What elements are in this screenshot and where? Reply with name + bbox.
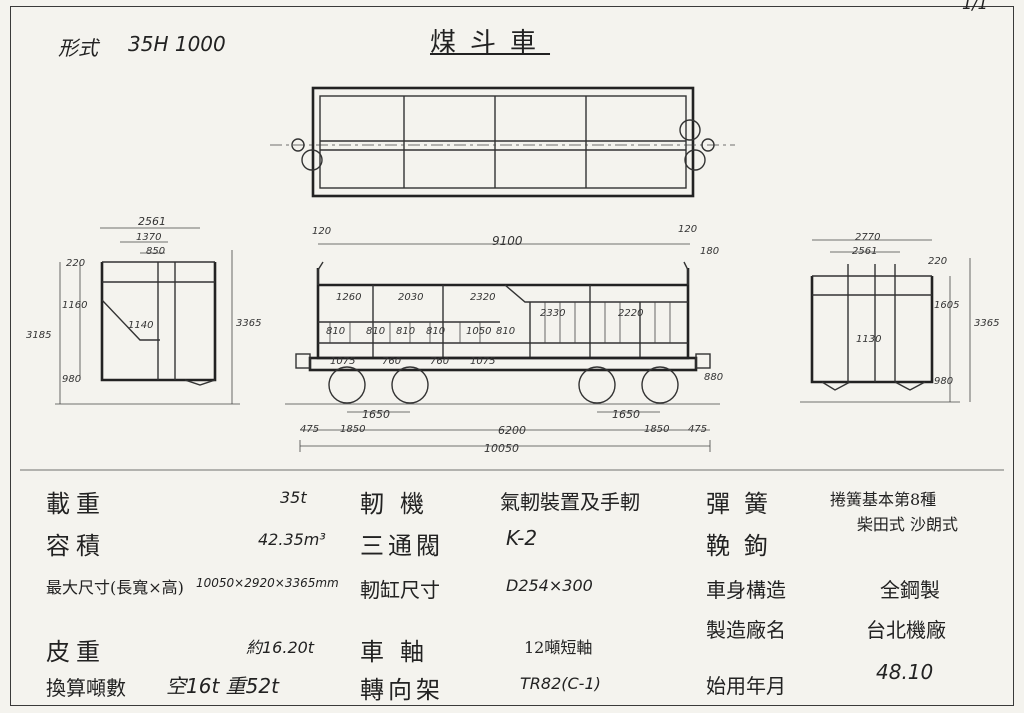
- dim-side-height-right: 880: [704, 372, 724, 383]
- dim-lower-1: 1075: [330, 356, 356, 367]
- dim-mid-seg-1: 2330: [540, 308, 566, 319]
- dim-top-seg-1: 1260: [336, 292, 362, 303]
- dim-bogie-left: 1650: [362, 408, 390, 421]
- dim-left-h-b: 1140: [128, 320, 154, 331]
- spec-value-tare: 約16.20t: [246, 638, 315, 657]
- dim-bottom-4: 1850: [644, 424, 670, 435]
- dim-slope-4: 810: [426, 326, 446, 337]
- dim-left-w2: 1370: [136, 232, 162, 243]
- dim-lower-4: 1075: [470, 356, 496, 367]
- dim-top-seg-3: 2320: [470, 292, 496, 303]
- spec-value-spring: 捲簧基本第8種: [830, 490, 937, 509]
- spec-label-bogie: 轉向架: [360, 676, 444, 704]
- dim-top-seg-2: 2030: [398, 292, 424, 303]
- spec-value-cylinder: D254×300: [506, 576, 593, 595]
- side-view: [285, 243, 720, 452]
- dim-left-width: 2561: [138, 215, 166, 228]
- dim-slope-2: 810: [366, 326, 386, 337]
- dim-left-h-total: 3365: [236, 318, 262, 329]
- spec-value-triple-valve: K-2: [506, 526, 538, 550]
- spec-value-coupler: 柴田式 沙朗式: [856, 515, 958, 534]
- spec-label-axle: 車軸: [360, 638, 440, 666]
- dim-bottom-5: 475: [688, 424, 708, 435]
- spec-label-coupler: 鞔鉤: [706, 532, 782, 560]
- dim-right-h-b: 1130: [856, 334, 882, 345]
- dim-left-h1: 220: [66, 258, 86, 269]
- spec-value-load: 35t: [280, 488, 307, 507]
- dim-mid-seg-2: 2220: [618, 308, 644, 319]
- model-value: 35H 1000: [128, 32, 226, 56]
- corner-mark: 1/1: [962, 0, 988, 13]
- dim-lower-2: 760: [382, 356, 402, 367]
- spec-label-maker: 製造廠名: [706, 618, 786, 642]
- dim-left-h-a: 1160: [62, 300, 88, 311]
- dim-side-top-right: 180: [700, 246, 720, 257]
- dim-slope-5: 1050: [466, 326, 492, 337]
- spec-label-conversion: 換算噸數: [46, 676, 126, 700]
- spec-value-start-date: 48.10: [876, 660, 934, 684]
- dim-side-end-right: 120: [678, 224, 698, 235]
- spec-label-body: 車身構造: [706, 578, 786, 602]
- spec-label-cylinder: 軔缸尺寸: [360, 578, 440, 602]
- dim-slope-3: 810: [396, 326, 416, 337]
- spec-value-maker: 台北機廠: [866, 618, 946, 642]
- dim-bottom-1: 475: [300, 424, 320, 435]
- spec-label-load: 載重: [46, 490, 106, 518]
- model-label: 形式: [58, 36, 98, 60]
- spec-value-body: 全鋼製: [880, 578, 940, 602]
- dim-lower-3: 760: [430, 356, 450, 367]
- dim-slope-6: 810: [496, 326, 516, 337]
- spec-value-capacity: 42.35m³: [258, 530, 326, 549]
- spec-label-start-date: 始用年月: [706, 674, 786, 698]
- dim-left-h-main: 3185: [26, 330, 52, 341]
- spec-value-brake: 氣軔裝置及手軔: [500, 490, 640, 514]
- dim-bottom-3: 6200: [498, 424, 526, 437]
- spec-value-axle: 12噸短軸: [524, 638, 593, 657]
- spec-value-conversion: 空16t 重52t: [166, 674, 279, 698]
- drawing-title: 煤斗車: [430, 28, 551, 58]
- dim-bogie-right: 1650: [612, 408, 640, 421]
- dim-slope-1: 810: [326, 326, 346, 337]
- dim-side-end-left: 120: [312, 226, 332, 237]
- dim-right-h-c: 980: [934, 376, 954, 387]
- spec-value-max-size: 10050×2920×3365mm: [196, 576, 339, 590]
- spec-label-max-size: 最大尺寸(長寬×高): [46, 578, 184, 597]
- spec-label-capacity: 容積: [46, 532, 106, 560]
- dim-right-w2: 2561: [852, 246, 878, 257]
- spec-label-spring: 彈簧: [706, 490, 782, 518]
- dim-right-h-total: 3365: [974, 318, 1000, 329]
- plan-view: [270, 86, 735, 198]
- spec-label-tare: 皮重: [46, 638, 106, 666]
- dim-overall-length: 10050: [484, 442, 519, 455]
- spec-value-bogie: TR82(C-1): [520, 674, 601, 693]
- dim-left-w3: 850: [146, 246, 166, 257]
- dim-right-h1: 220: [928, 256, 948, 267]
- right-end-view: [800, 239, 971, 403]
- dim-right-h-a: 1605: [934, 300, 960, 311]
- drawing-frame: [10, 6, 1014, 706]
- dim-left-h-c: 980: [62, 374, 82, 385]
- spec-label-brake: 軔機: [360, 490, 440, 518]
- spec-label-triple-valve: 三通閥: [360, 532, 444, 560]
- dim-side-total: 9100: [492, 234, 523, 248]
- left-end-view: [55, 227, 240, 405]
- dim-bottom-2: 1850: [340, 424, 366, 435]
- dim-right-width: 2770: [855, 232, 881, 243]
